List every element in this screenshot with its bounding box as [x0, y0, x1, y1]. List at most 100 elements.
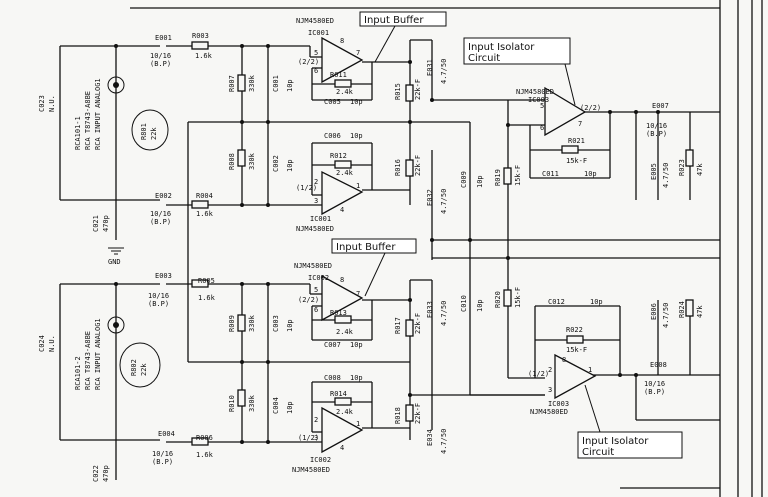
label-r801: R801	[140, 123, 148, 140]
pin-label: 2	[548, 366, 552, 374]
value-e004-2: (B.P)	[152, 458, 173, 466]
value-r018: 22k-F	[414, 403, 422, 424]
ic001a-ref: IC001	[308, 29, 329, 37]
value-r024: 47k	[696, 305, 704, 318]
ic002a-ref: IC002	[308, 274, 329, 282]
rca-connector-bottom	[107, 316, 125, 334]
label-r024: R024	[678, 301, 686, 318]
label-r010: R010	[228, 395, 236, 412]
callout-isolator-bottom-line1: Input Isolator	[582, 436, 649, 447]
label-c012: C012	[548, 298, 565, 306]
value-r020: 15k-F	[514, 287, 522, 308]
label-c001: C001	[272, 75, 280, 92]
ic001b-ref: IC001	[310, 215, 331, 223]
pin-label: 8	[340, 276, 344, 284]
pin-label: 3	[548, 386, 552, 394]
value-r006: 1.6k	[196, 451, 214, 459]
ic003b-ref: IC003	[548, 400, 569, 408]
label-r009: R009	[228, 315, 236, 332]
label-c007: C007	[324, 341, 341, 349]
value-c021: 470p	[102, 215, 110, 232]
ic001a-unit: (2/2)	[298, 58, 319, 66]
label-r022: R022	[566, 326, 583, 334]
value-r004: 1.6k	[196, 210, 214, 218]
pin-label: 6	[540, 124, 544, 132]
opamp-ic003-1-2	[554, 353, 597, 400]
ic002b-part: NJM4580ED	[292, 466, 330, 474]
value-c007: 10p	[350, 341, 363, 349]
connector-bottom-label-1: RCA101-2	[74, 356, 82, 390]
label-c010: C010	[460, 295, 468, 312]
value-e031: 4.7/50	[440, 59, 448, 84]
value-r010: 330k	[248, 394, 256, 412]
opamp-ic002-2-2	[321, 274, 364, 322]
pin-label: 5	[314, 286, 318, 294]
highlight-circle-r802	[119, 342, 161, 388]
label-r015: R015	[394, 83, 402, 100]
label-c003: C003	[272, 315, 280, 332]
callout-isolator-top-line1: Input Isolator	[468, 42, 535, 53]
pin-label: 2	[314, 416, 318, 424]
ic002b-unit: (1/2)	[298, 434, 319, 442]
value-e002-2: (B.P)	[150, 218, 171, 226]
ic-labels: NJM4580ED IC001 (2/2) (1/2) IC001 NJM458…	[292, 17, 601, 474]
callout-isolator-top: Input Isolator Circuit	[463, 37, 576, 106]
label-c023: C023	[38, 95, 46, 112]
value-r008: 330k	[248, 152, 256, 170]
pin-label: 7	[356, 49, 360, 57]
label-e002: E002	[155, 192, 172, 200]
label-r019: R019	[494, 169, 502, 186]
value-c023: N.U.	[48, 95, 56, 112]
component-glyphs	[108, 41, 694, 446]
label-r021: R021	[568, 137, 585, 145]
connector-top-label-1: RCA101-1	[74, 116, 82, 150]
value-e002-1: 10/16	[150, 210, 171, 218]
value-r022: 15k-F	[566, 346, 587, 354]
value-c006: 10p	[350, 132, 363, 140]
pin-label: 1	[356, 420, 360, 428]
ic003a-ref: IC003	[528, 96, 549, 104]
label-c005: C005	[324, 98, 341, 106]
value-r013: 2.4k	[336, 328, 354, 336]
label-e033: E033	[426, 301, 434, 318]
value-r023: 47k	[696, 163, 704, 176]
value-e033: 4.7/50	[440, 301, 448, 326]
value-r014: 2.4k	[336, 408, 354, 416]
pin-numbers: 8 7 6 5 4 1 2 3 5 6 7 8 5 6 7 2 3 4 1 2 …	[314, 37, 592, 452]
label-r802: R802	[130, 359, 138, 376]
label-r011: R011	[330, 71, 347, 79]
component-labels: C023 N.U. C024 N.U. C021 470p GND C022 4…	[38, 32, 704, 482]
label-r006: R006	[196, 434, 213, 442]
label-r020: R020	[494, 291, 502, 308]
ic002a-part: NJM4580ED	[294, 262, 332, 270]
label-c002: C002	[272, 155, 280, 172]
value-e007-2: (B.P)	[646, 130, 667, 138]
value-e006: 4.7/50	[662, 303, 670, 328]
value-r015: 22k-F	[414, 79, 422, 100]
label-r017: R017	[394, 317, 402, 334]
label-e005: E005	[650, 163, 658, 180]
label-c022: C022	[92, 465, 100, 482]
label-e006: E006	[650, 303, 658, 320]
value-r016: 22k-F	[414, 155, 422, 176]
value-r012: 2.4k	[336, 169, 354, 177]
callout-isolator-top-line2: Circuit	[468, 53, 500, 64]
pin-label: 2	[314, 178, 318, 186]
value-e032: 4.7/50	[440, 189, 448, 214]
value-r801: 22k	[150, 127, 158, 140]
value-r017: 22k-F	[414, 313, 422, 334]
junctions	[114, 44, 660, 444]
pin-label: 4	[340, 444, 344, 452]
ic003a-part: NJM4580ED	[516, 88, 554, 96]
value-c012: 10p	[590, 298, 603, 306]
value-c002: 10p	[286, 159, 294, 172]
label-r016: R016	[394, 159, 402, 176]
value-c009: 10p	[476, 175, 484, 188]
ic001a-part: NJM4580ED	[296, 17, 334, 25]
label-e031: E031	[426, 59, 434, 76]
highlight-circle-r801	[131, 109, 169, 151]
ic001b-part: NJM4580ED	[296, 225, 334, 233]
label-e003: E003	[155, 272, 172, 280]
value-c024: N.U.	[48, 335, 56, 352]
